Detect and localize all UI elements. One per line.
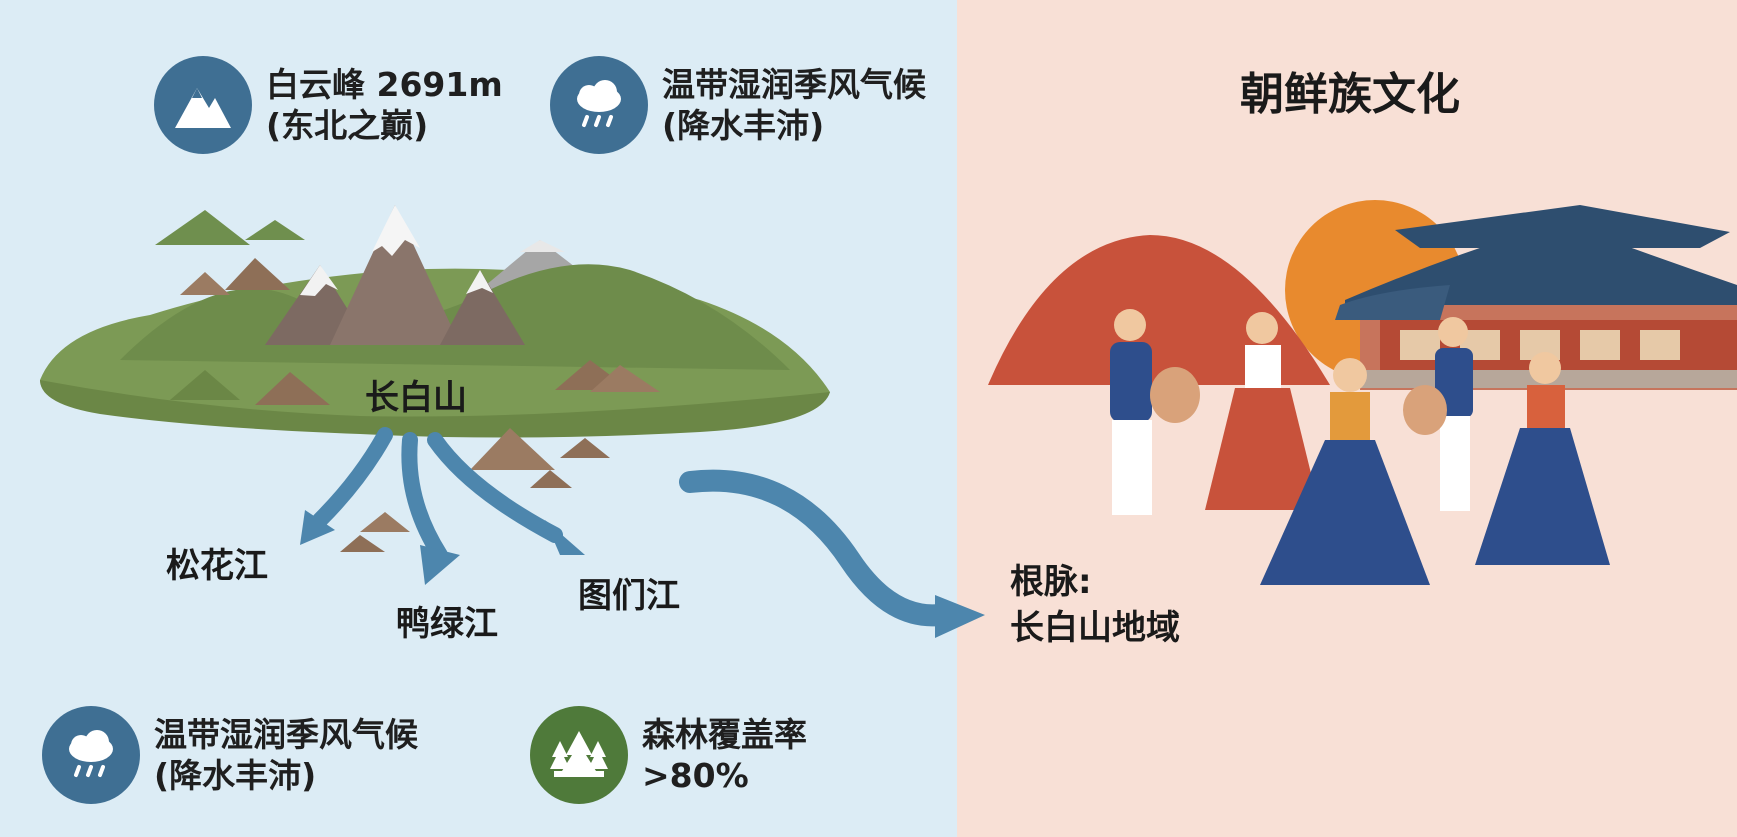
forest-value: >80% <box>642 756 749 795</box>
red-hill <box>988 235 1330 385</box>
climate-note: (降水丰沛) <box>662 106 825 145</box>
river-tumen-arrow <box>427 432 563 543</box>
dancer-drummer-right <box>1403 317 1473 511</box>
climate-note: (降水丰沛) <box>154 756 317 795</box>
culture-scene <box>988 200 1737 585</box>
dancer-orange <box>1475 352 1610 565</box>
river-songhua-arrow <box>312 427 393 528</box>
summit-note: (东北之巅) <box>266 106 429 145</box>
dancer-red-skirt <box>1205 312 1320 510</box>
summit-info: 白云峰 2691m (东北之巅) <box>154 56 503 154</box>
climate-info-bottom: 温带湿润季风气候 (降水丰沛) <box>42 706 418 804</box>
forest-info: 森林覆盖率 >80% <box>530 706 807 804</box>
roots-value: 长白山地域 <box>1010 607 1180 648</box>
river-label-tumen: 图们江 <box>578 576 680 616</box>
roots-label: 根脉: <box>1010 562 1092 602</box>
summit-name: 白云峰 2691m <box>266 64 503 104</box>
link-arrow <box>679 469 951 627</box>
climate-info-top: 温带湿润季风气候 (降水丰沛) <box>550 56 926 154</box>
changbai-mountain-illustration <box>40 205 830 552</box>
forest-label: 森林覆盖率 <box>642 714 807 754</box>
climate-type: 温带湿润季风气候 <box>154 714 418 754</box>
river-yalu-arrow <box>401 432 448 563</box>
river-yalu-arrowhead <box>420 545 460 585</box>
dancer-drummer-left <box>1110 309 1200 515</box>
roots-caption: 根脉: 长白山地域 <box>1010 560 1180 652</box>
link-arrowhead <box>935 595 985 638</box>
river-songhua-arrowhead <box>300 510 335 545</box>
river-tumen-arrowhead <box>545 520 585 555</box>
rain-cloud-icon <box>550 56 648 154</box>
culture-title: 朝鲜族文化 <box>1240 69 1460 120</box>
river-label-songhua: 松花江 <box>166 546 268 586</box>
mountain-label: 长白山 <box>365 378 467 418</box>
river-arrows <box>312 427 563 563</box>
mountain-icon <box>154 56 252 154</box>
dancer-blue-skirt <box>1260 358 1430 585</box>
climate-type: 温带湿润季风气候 <box>662 64 926 104</box>
river-label-yalu: 鸭绿江 <box>396 604 498 644</box>
rain-cloud-icon <box>42 706 140 804</box>
palace-roof <box>1345 222 1737 305</box>
tree-icon <box>530 706 628 804</box>
